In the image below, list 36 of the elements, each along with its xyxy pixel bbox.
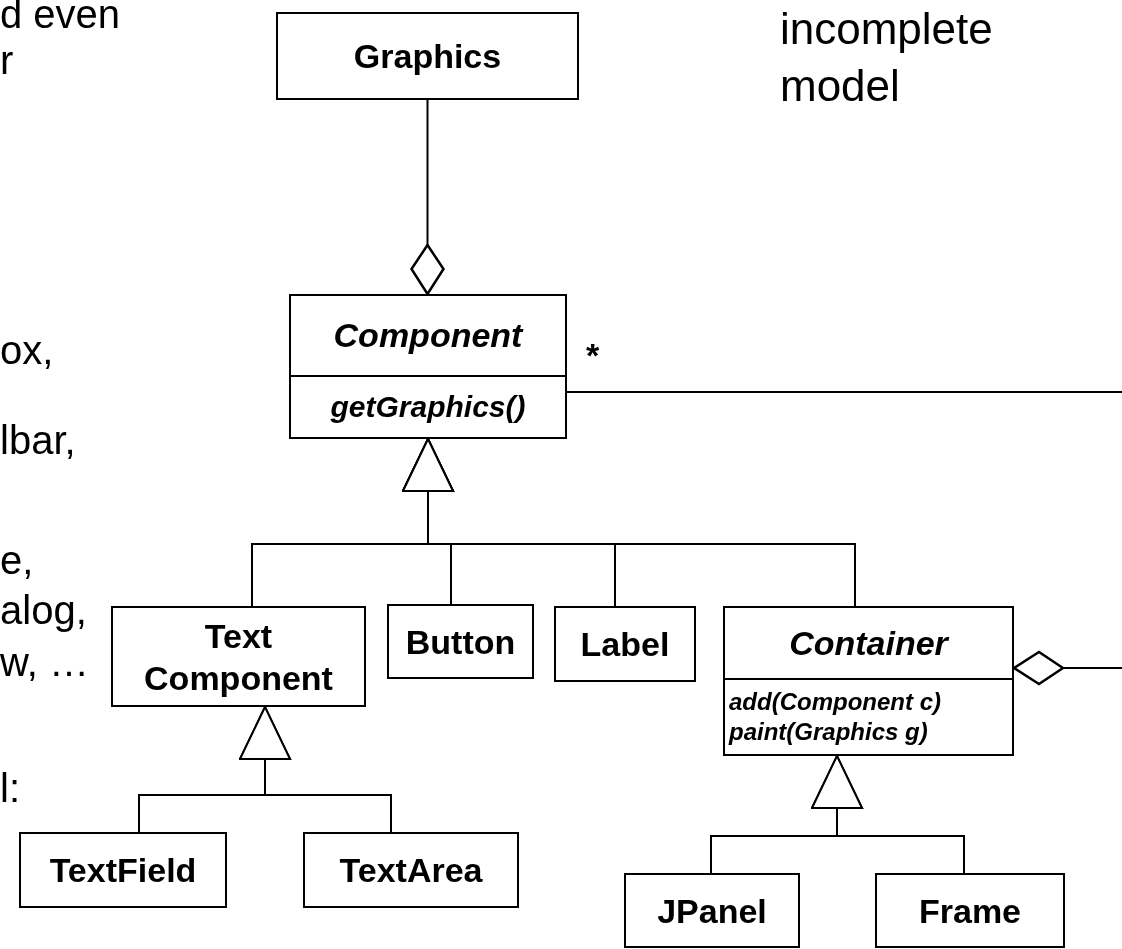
- cropped-text: l:: [0, 768, 20, 808]
- note-text: incomplete model: [780, 3, 994, 112]
- method-text: add(Component c): [729, 687, 942, 717]
- class-box: [289, 294, 567, 439]
- class-box: [19, 832, 227, 908]
- cropped-text: lbar,: [0, 420, 76, 460]
- class-box: [723, 606, 1014, 756]
- cropped-text: r: [0, 40, 14, 80]
- generalization-arrow: [239, 706, 392, 833]
- association-line: [566, 391, 1122, 393]
- class-name: Button: [405, 621, 516, 663]
- method-text: paint(Graphics g): [729, 717, 929, 747]
- cropped-text: e,: [0, 540, 34, 580]
- class-box: [875, 873, 1065, 948]
- class-name: TextField: [49, 850, 197, 891]
- class-name: Label: [580, 624, 670, 665]
- class-box: [303, 832, 519, 908]
- class-box: [276, 12, 579, 100]
- cropped-text: alog,: [0, 590, 87, 630]
- class-name: Component: [333, 315, 523, 357]
- class-box: [387, 604, 534, 679]
- class-box: [624, 873, 800, 948]
- cropped-text: w, …: [0, 642, 89, 682]
- class-name: Container: [789, 622, 948, 664]
- class-name: Frame: [918, 890, 1022, 932]
- class-name: Graphics: [353, 36, 502, 77]
- class-name: JPanel: [657, 890, 767, 932]
- generalization-arrow: [402, 438, 856, 607]
- class-box: [554, 606, 696, 682]
- class-box: [111, 606, 366, 707]
- generalization-arrow: [811, 755, 965, 874]
- class-name: Text Component: [143, 615, 334, 699]
- method-text: getGraphics(): [329, 389, 527, 426]
- class-name: TextArea: [339, 850, 483, 891]
- aggregation-line: [410, 99, 445, 296]
- cropped-text: ox,: [0, 330, 54, 370]
